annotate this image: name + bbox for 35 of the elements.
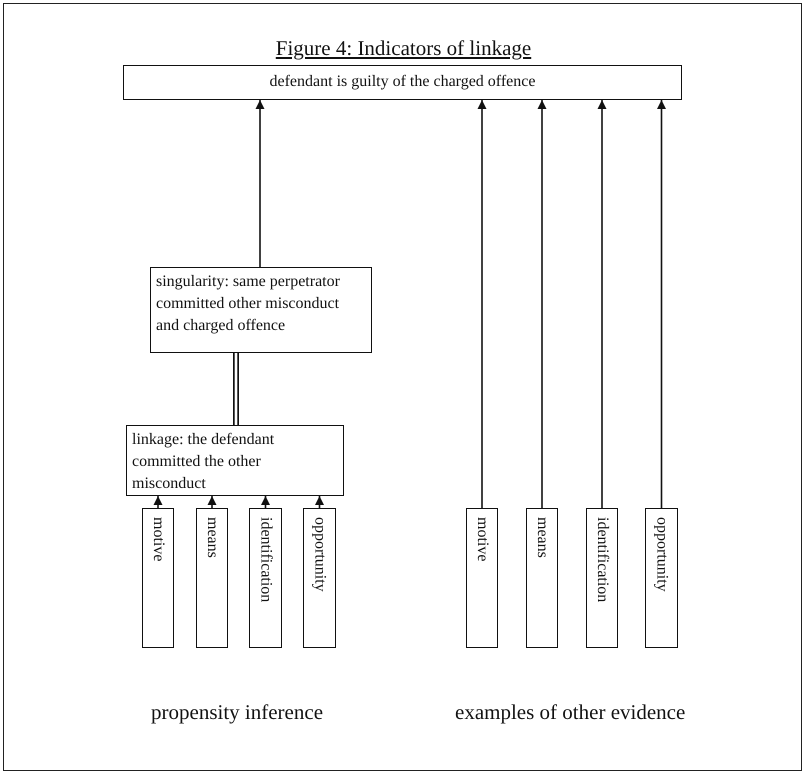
arrow — [261, 496, 270, 508]
evidence-box — [249, 508, 282, 648]
proposition-box — [150, 267, 372, 353]
evidence-box — [645, 508, 678, 648]
box-text: opportunity — [652, 516, 672, 594]
evidence-box — [142, 508, 174, 648]
proposition-box — [123, 65, 682, 100]
group-caption: propensity inference — [151, 700, 324, 725]
proposition-box — [126, 425, 344, 496]
box-text: means — [533, 516, 552, 560]
group-caption: examples of other evidence — [455, 700, 686, 725]
arrow — [657, 100, 666, 508]
arrow — [598, 100, 606, 508]
box-text: identification — [593, 516, 612, 604]
box-text: linkage: the defendant committed the other misconduct — [132, 430, 276, 494]
box-text: means — [203, 516, 222, 560]
evidence-box — [303, 508, 336, 648]
arrow — [315, 496, 324, 508]
evidence-box — [526, 508, 558, 648]
box-text: singularity: same perpetrator committed other misconduct and charged offence — [156, 272, 341, 336]
arrow — [154, 496, 162, 508]
box-text: identification — [256, 516, 276, 604]
box-text: motive — [473, 516, 492, 564]
arrow — [208, 496, 216, 508]
evidence-box — [196, 508, 228, 648]
box-text: opportunity — [310, 516, 330, 594]
double-line — [233, 353, 239, 425]
arrow — [538, 100, 546, 508]
arrow — [256, 100, 264, 267]
box-text: defendant is guilty of the charged offence — [268, 72, 536, 92]
figure-title: Figure 4: Indicators of linkage — [276, 36, 532, 60]
evidence-box — [466, 508, 498, 648]
evidence-box — [586, 508, 618, 648]
box-text: motive — [149, 516, 168, 564]
arrow — [478, 100, 486, 508]
